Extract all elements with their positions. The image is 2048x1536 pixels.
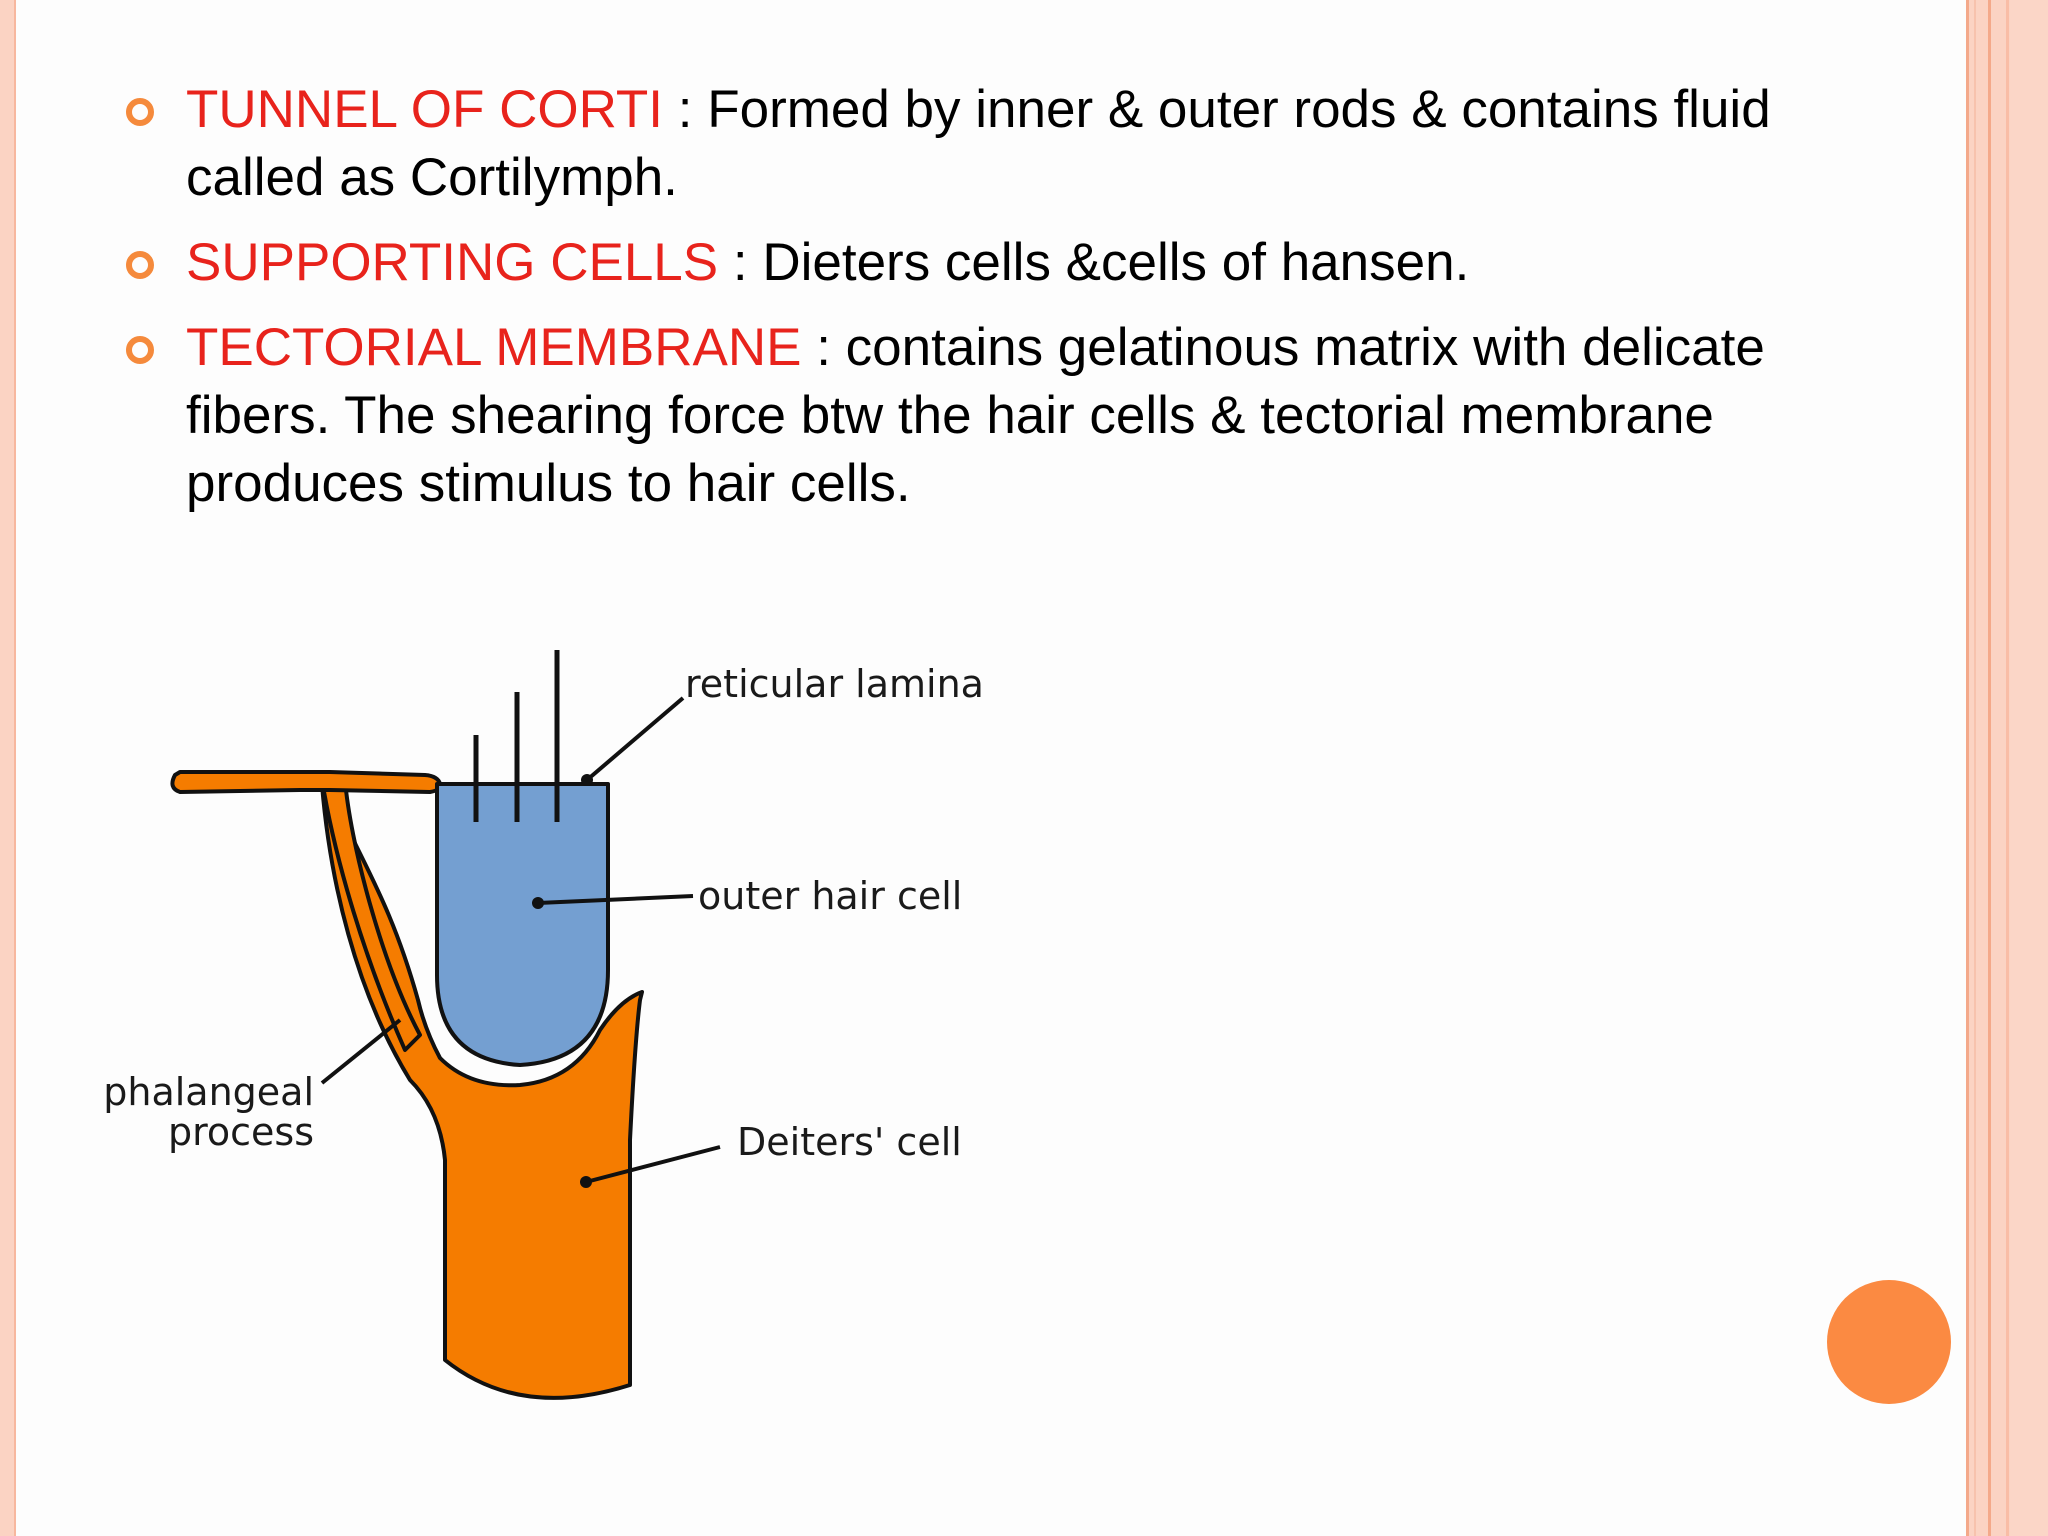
- label-outer-hair-cell: outer hair cell: [698, 874, 962, 918]
- leader-dot: [581, 774, 593, 786]
- label-reticular-lamina: reticular lamina: [685, 662, 984, 706]
- bullet-separator: :: [801, 318, 846, 377]
- leader-line-deiters: [585, 1145, 721, 1184]
- bullet-circle-icon: [126, 98, 154, 126]
- label-phalangeal-line1: phalangeal: [103, 1070, 314, 1114]
- bullet-item-tunnel-of-corti: TUNNEL OF CORTI : Formed by inner & oute…: [126, 76, 1806, 212]
- label-deiters-cell: Deiters' cell: [737, 1120, 962, 1164]
- right-decorative-border: [1966, 0, 2048, 1536]
- bullet-text: contains gelatinous matrix with delicate…: [186, 318, 1765, 513]
- bullet-term: TECTORIAL MEMBRANE: [186, 318, 802, 377]
- phalangeal-plate-shape: [170, 770, 443, 794]
- left-border-strip: [0, 0, 16, 1536]
- bullet-item-supporting-cells: SUPPORTING CELLS : Dieters cells &cells …: [126, 229, 1806, 297]
- outer-hair-cell-shape: [435, 782, 610, 1067]
- bullet-separator: :: [663, 80, 708, 139]
- bullet-text: Dieters cells &cells of hansen.: [762, 233, 1470, 292]
- deiters-cell-shape: [320, 783, 644, 1400]
- label-phalangeal-line2: process: [168, 1110, 314, 1154]
- bullet-item-tectorial-membrane: TECTORIAL MEMBRANE : contains gelatinous…: [126, 314, 1806, 518]
- bullet-circle-icon: [126, 336, 154, 364]
- bullet-list: TUNNEL OF CORTI : Formed by inner & oute…: [126, 76, 1806, 535]
- leader-dot: [580, 1176, 592, 1188]
- leader-line-hair-cell: [537, 894, 694, 905]
- bullet-term: TUNNEL OF CORTI: [186, 80, 664, 139]
- phalangeal-process-shape: [320, 778, 422, 1052]
- bullet-circle-icon: [126, 251, 154, 279]
- leader-dot: [532, 897, 544, 909]
- leader-line-phalangeal: [320, 1018, 402, 1085]
- leader-line-reticular: [585, 696, 685, 782]
- bullet-text: Formed by inner & outer rods & contains …: [186, 80, 1771, 207]
- deiters-cell-diagram: reticular lamina outer hair cell phalang…: [103, 650, 984, 1400]
- bullet-separator: :: [718, 233, 763, 292]
- bullet-term: SUPPORTING CELLS: [186, 233, 719, 292]
- decorative-orange-circle: [1827, 1280, 1951, 1404]
